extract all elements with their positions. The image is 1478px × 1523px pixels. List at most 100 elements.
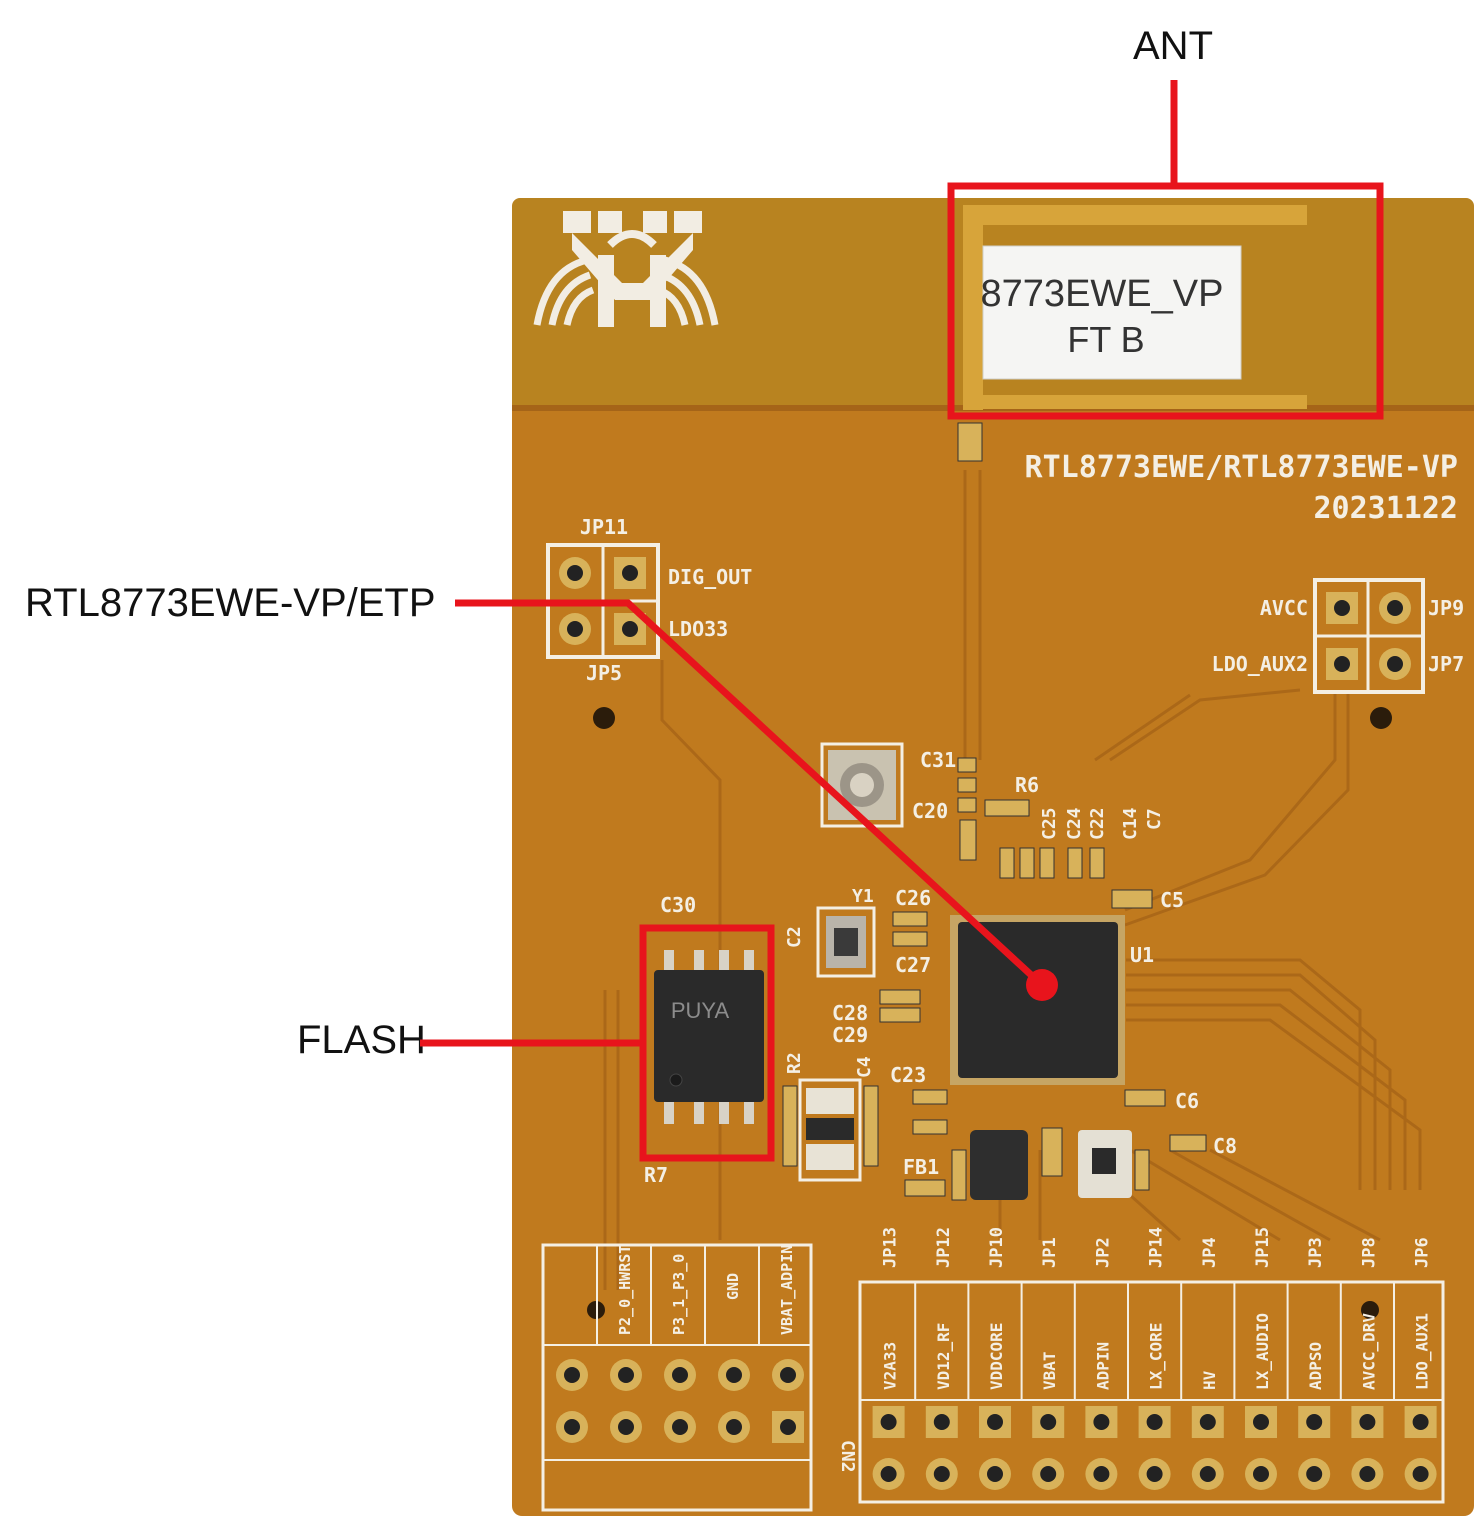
strip-net-label: VD12_RF [934, 1323, 953, 1390]
inductors [951, 1089, 1207, 1201]
cn2-pin-hole [672, 1419, 688, 1435]
rf-connector [820, 742, 904, 828]
strip-round-hole [1146, 1466, 1163, 1482]
board-model-text: RTL8773EWE/RTL8773EWE-VP [1025, 450, 1458, 485]
label-jp7: JP7 [1428, 652, 1464, 676]
label-u1: U1 [1130, 943, 1154, 967]
strip-round-hole [880, 1466, 897, 1482]
cn2-pin-hole [726, 1367, 742, 1383]
cn2-header [541, 1243, 813, 1512]
strip-round-hole [1040, 1466, 1057, 1482]
strip-jp-label: JP1 [1040, 1237, 1060, 1268]
label-c23: C23 [890, 1063, 926, 1087]
antenna-trace [963, 205, 1307, 410]
cn2-column-labels: P2_0_HWRST P3_1_P3_0 GND VBAT_ADPIN [616, 1245, 796, 1335]
board-date-text: 20231122 [1314, 491, 1459, 526]
strip-square-hole [1199, 1414, 1216, 1430]
label-c29: C29 [832, 1023, 868, 1047]
strip-jp-label: JP15 [1253, 1227, 1273, 1268]
label-c4: C4 [854, 1056, 875, 1078]
label-jp9: JP9 [1428, 596, 1464, 620]
strip-square-hole [880, 1414, 897, 1430]
strip-net-label: ADPIN [1093, 1342, 1112, 1390]
label-avcc: AVCC [1260, 596, 1308, 620]
strip-round-hole [1359, 1466, 1376, 1482]
label-c8: C8 [1213, 1134, 1237, 1158]
callout-graphics [420, 80, 1384, 1162]
antenna-highlight-box [947, 182, 1384, 420]
label-jp5: JP5 [586, 661, 622, 685]
cn2-col-label: VBAT_ADPIN [778, 1245, 796, 1335]
sticker-line2: FT B [1067, 319, 1144, 360]
callout-soc-label: RTL8773EWE-VP/ETP [25, 581, 436, 625]
rf-components [957, 422, 1153, 909]
strip-net-label: VBAT [1040, 1351, 1059, 1390]
callout-ant-label: ANT [1133, 24, 1213, 68]
label-c24: C24 [1064, 807, 1085, 840]
cn2-pin-hole [618, 1419, 634, 1435]
label-ldo-aux2: LDO_AUX2 [1212, 652, 1308, 676]
label-c14: C14 [1120, 807, 1141, 840]
strip-round-hole [1093, 1466, 1110, 1482]
realtek-logo [533, 211, 719, 327]
soc-marker-dot [1026, 969, 1058, 1001]
label-c20: C20 [912, 799, 948, 823]
label-c26: C26 [895, 886, 931, 910]
cn2-pin-hole [564, 1419, 580, 1435]
cn2-col-label: P2_0_HWRST [616, 1245, 634, 1335]
label-c25: C25 [1039, 807, 1060, 840]
strip-net-label: HV [1200, 1370, 1219, 1390]
cn2-pin-hole [618, 1367, 634, 1383]
sticker-line1: 8773EWE_VP [981, 273, 1224, 315]
strip-net-label: V2A33 [881, 1342, 900, 1390]
cn2-pin-hole [780, 1367, 796, 1383]
label-r6: R6 [1015, 773, 1039, 797]
strip-jp-label: JP13 [881, 1227, 901, 1268]
strip-jp-label: JP4 [1200, 1237, 1220, 1268]
label-c6: C6 [1175, 1089, 1199, 1113]
pcb-traces [603, 470, 1422, 1290]
strip-net-label: AVCC_DRV [1359, 1313, 1378, 1390]
strip-round-hole [1253, 1466, 1269, 1482]
label-dig-out: DIG_OUT [668, 565, 752, 589]
strip-jp-label: JP10 [987, 1227, 1007, 1268]
strip-net-label: VDDCORE [987, 1323, 1006, 1390]
strip-net-label: LX_CORE [1147, 1323, 1166, 1390]
label-cn2: CN2 [837, 1440, 858, 1473]
crystal-caps [879, 911, 948, 1197]
strip-square-hole [1253, 1414, 1269, 1430]
label-c5: C5 [1160, 888, 1184, 912]
label-r2: R2 [784, 1052, 805, 1074]
antenna-sticker [982, 245, 1242, 380]
strip-square-hole [987, 1414, 1003, 1430]
strip-jp-label: JP12 [934, 1227, 954, 1268]
strip-net-label: ADPSO [1306, 1342, 1325, 1390]
cn2-pin-hole [780, 1419, 796, 1435]
label-c31: C31 [920, 748, 956, 772]
strip-square-hole [1306, 1414, 1323, 1430]
strip-jp-label: JP3 [1306, 1237, 1326, 1268]
label-fb1: FB1 [903, 1155, 939, 1179]
cn2-col-label: P3_1_P3_0 [670, 1254, 688, 1335]
cn2-pin-hole [672, 1367, 688, 1383]
strip-square-hole [1040, 1414, 1057, 1430]
cn2-col-label: GND [724, 1273, 742, 1300]
flash-chip [654, 950, 764, 1124]
strip-jp-label: JP14 [1147, 1227, 1167, 1268]
label-c27: C27 [895, 953, 931, 977]
strip-square-hole [1412, 1414, 1429, 1430]
crystal-y1 [816, 906, 876, 978]
strip-round-hole [1199, 1466, 1216, 1482]
label-y1: Y1 [852, 886, 874, 907]
label-c30: C30 [660, 893, 696, 917]
jp9-jp7-pins [1326, 592, 1411, 680]
cn2-pins [556, 1359, 804, 1443]
strip-square-hole [1093, 1414, 1110, 1430]
strip-net-label: LDO_AUX1 [1413, 1313, 1432, 1390]
label-c28: C28 [832, 1001, 868, 1025]
r2-c4-block [782, 1078, 879, 1182]
strip-round-hole [1306, 1466, 1323, 1482]
strip-jp-label: JP8 [1359, 1237, 1379, 1268]
